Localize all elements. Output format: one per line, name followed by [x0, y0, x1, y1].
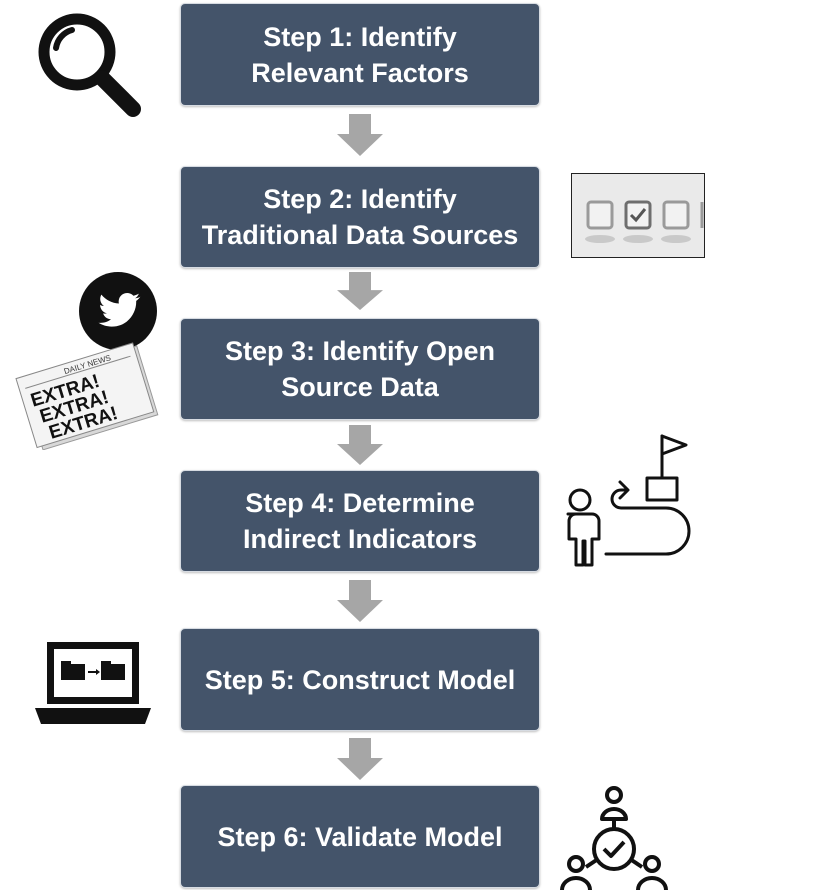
step-5-box: Step 5: Construct Model	[180, 628, 540, 731]
step-4-line-1: Step 4: Determine	[245, 488, 475, 518]
step-1-line-1: Step 1: Identify	[263, 21, 457, 52]
down-arrow-3	[337, 425, 383, 465]
magnifier-icon	[38, 13, 141, 117]
person-path-flag-icon	[566, 434, 691, 567]
laptop-folders-icon	[35, 642, 151, 724]
step-2-box: Step 2: Identify Traditional Data Source…	[180, 166, 540, 268]
down-arrow-1	[337, 114, 383, 156]
checkbox-list-icon	[571, 173, 705, 258]
step-6-line-1: Step 6: Validate Model	[217, 821, 503, 852]
step-5-line-1: Step 5: Construct Model	[204, 664, 516, 695]
step-2-line-2: Traditional Data Sources	[201, 220, 519, 250]
step-1-box: Step 1: Identify Relevant Factors	[180, 3, 540, 106]
step-3-line-1: Step 3: Identify Open	[224, 336, 496, 366]
down-arrow-2	[337, 272, 383, 310]
step-3-line-2: Source Data	[281, 372, 439, 402]
step-4-line-2: Indirect Indicators	[242, 524, 478, 554]
step-1-line-2: Relevant Factors	[251, 57, 469, 88]
newspaper-icon: DAILY NEWS EXTRA! EXTRA! EXTRA!	[15, 342, 159, 450]
network-check-icon	[560, 786, 668, 890]
step-6-box: Step 6: Validate Model	[180, 785, 540, 888]
step-2-line-1: Step 2: Identify	[263, 184, 457, 214]
down-arrow-5	[337, 738, 383, 780]
step-4-box: Step 4: Determine Indirect Indicators	[180, 470, 540, 572]
down-arrow-4	[337, 580, 383, 622]
step-3-box: Step 3: Identify Open Source Data	[180, 318, 540, 420]
twitter-bird-icon	[79, 272, 157, 350]
